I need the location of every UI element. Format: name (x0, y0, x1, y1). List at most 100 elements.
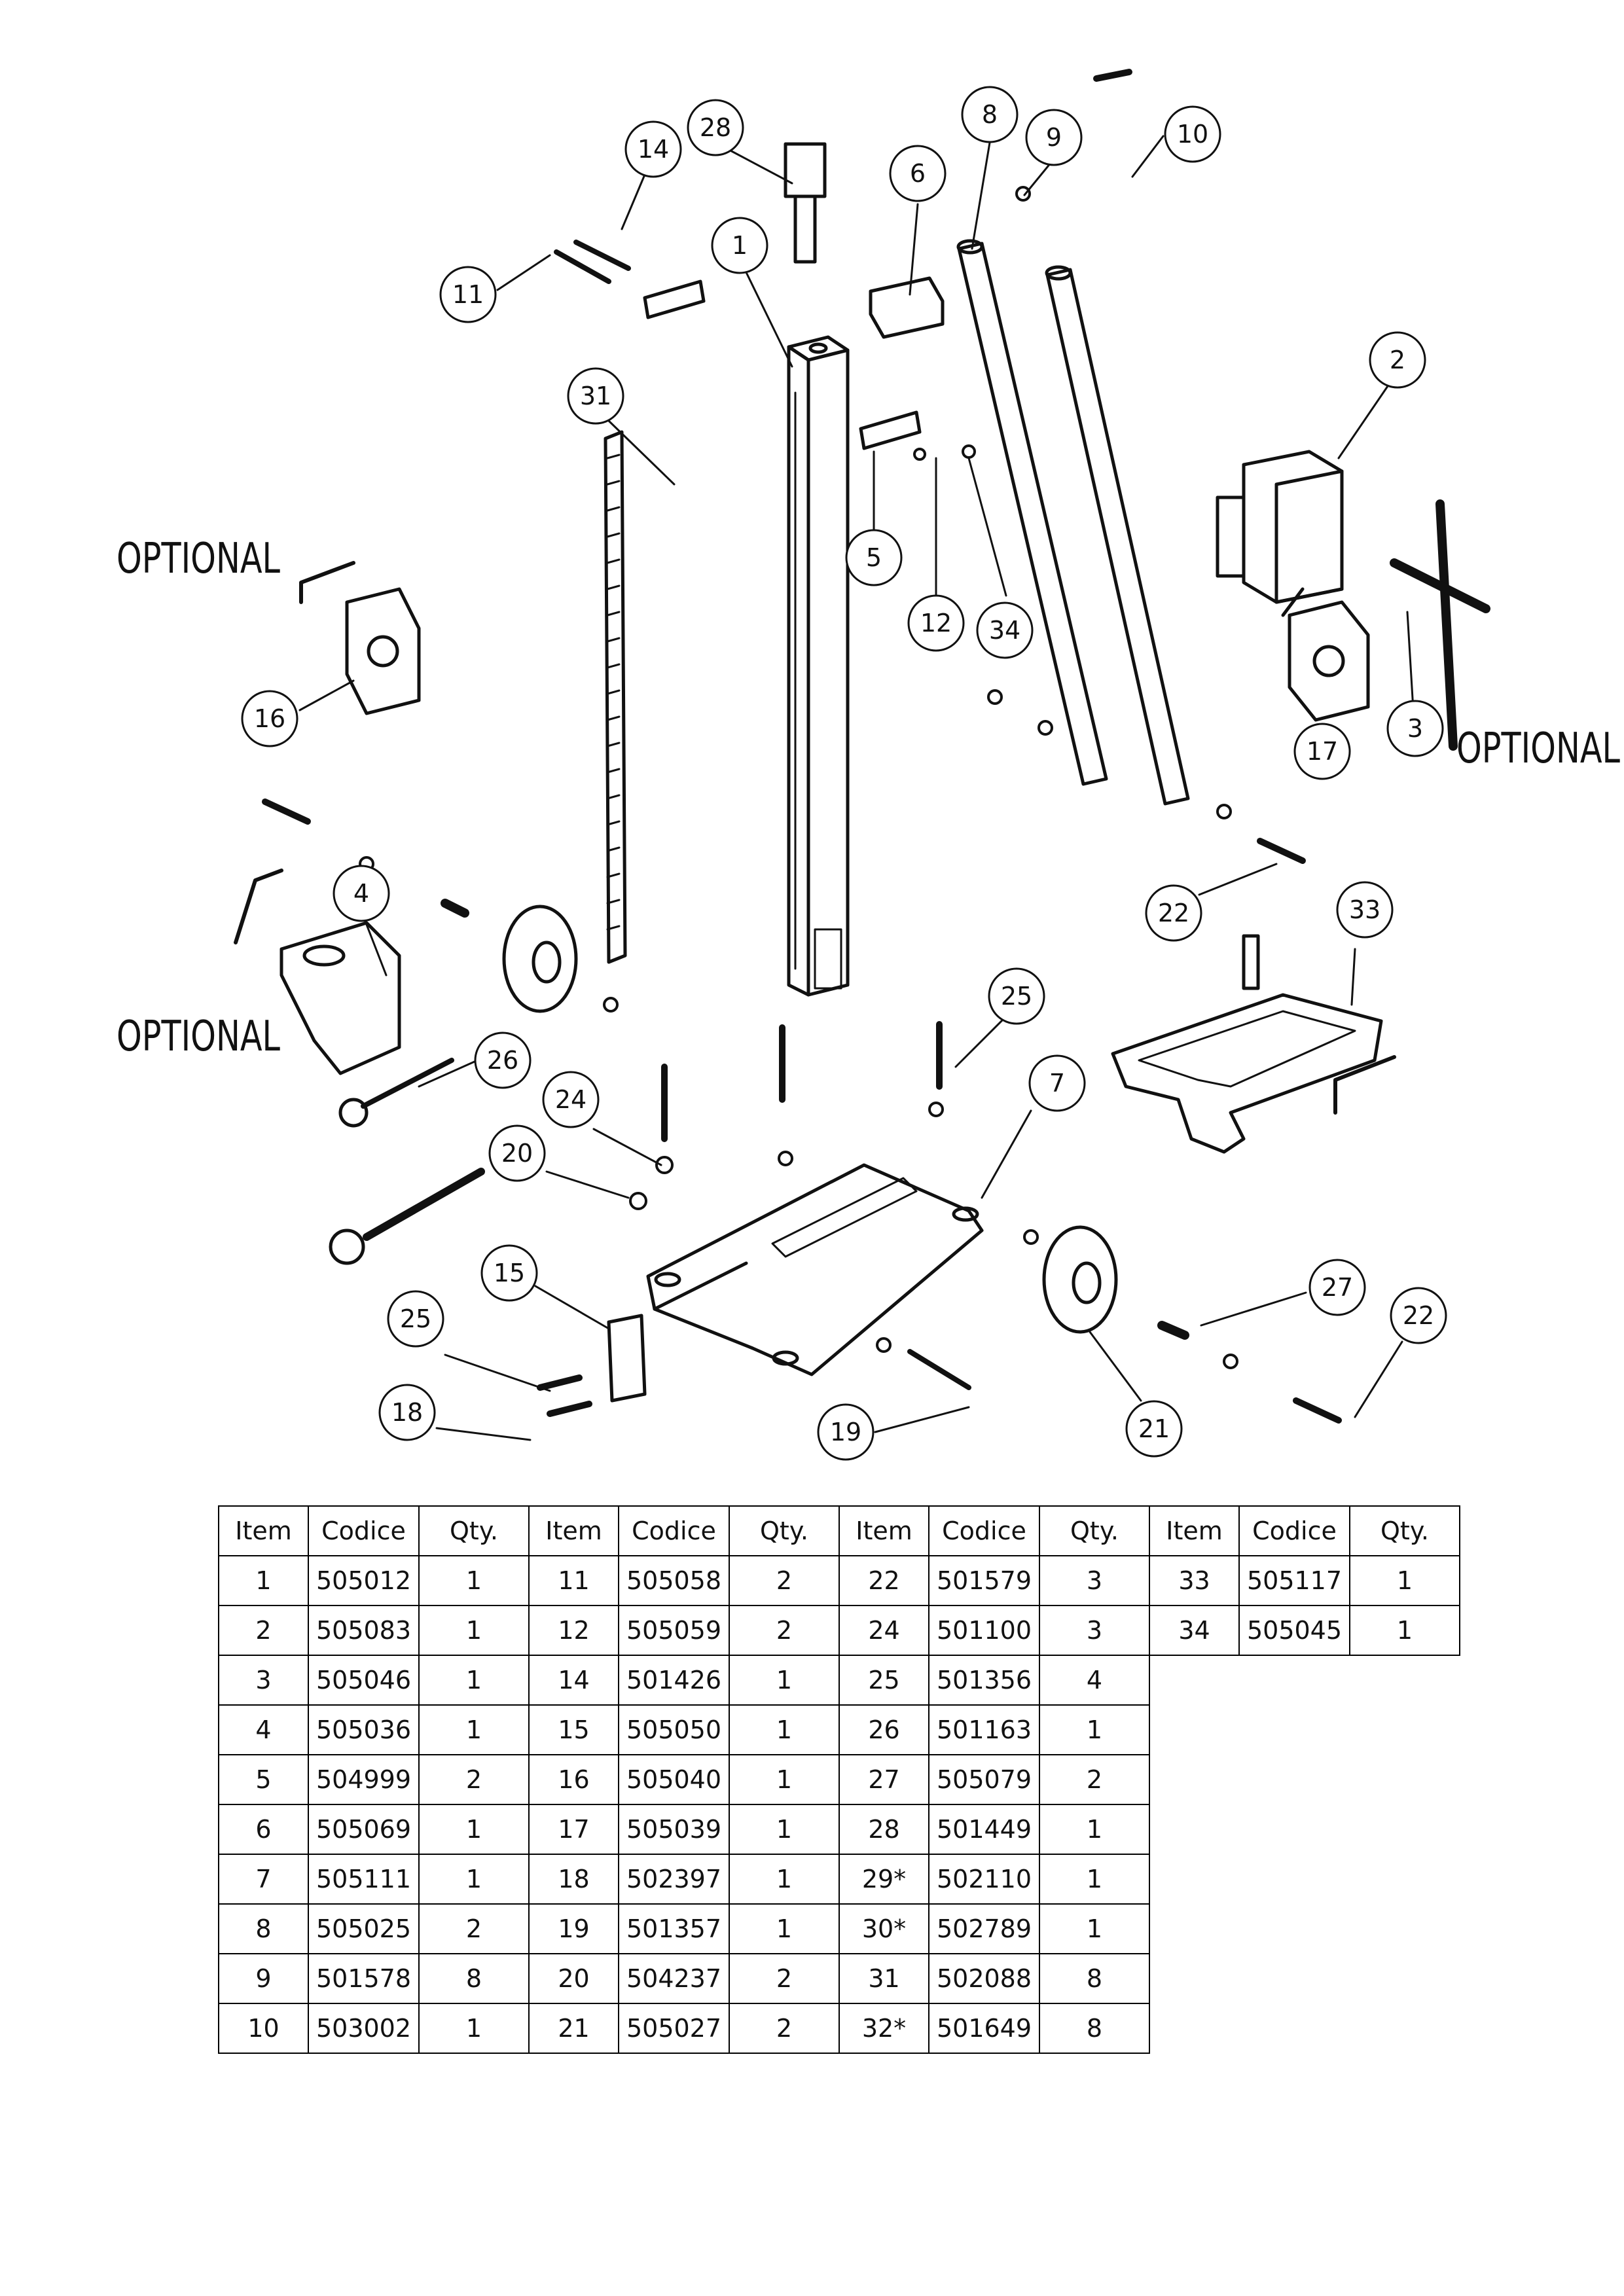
table-cell: 505069 (308, 1804, 420, 1855)
callout-34: 34 (989, 616, 1020, 645)
table-cell: 504237 (618, 1953, 730, 2004)
table-cell: 8 (1039, 1953, 1150, 2004)
table-cell: 19 (528, 1903, 619, 1954)
table-cell: 29* (839, 1854, 929, 1905)
table-cell: 12 (528, 1605, 619, 1656)
table-cell: 505012 (308, 1555, 420, 1606)
table-header-row: Item Codice Qty. Item Codice Qty. Item C… (218, 1505, 1460, 1556)
table-cell: 1 (1039, 1804, 1150, 1855)
table-cell: 1 (729, 1804, 840, 1855)
table-cell: 1 (418, 2003, 530, 2054)
callout-10: 10 (1177, 120, 1208, 149)
table-cell: 505040 (618, 1754, 730, 1805)
table-cell: 24 (839, 1605, 929, 1656)
table-cell: 505117 (1238, 1555, 1350, 1606)
base-part (646, 1163, 984, 1376)
table-cell: 1 (1349, 1605, 1460, 1656)
table-cell: 1 (418, 1555, 530, 1606)
table-cell: 1 (418, 1655, 530, 1706)
callout-3: 3 (1407, 714, 1423, 743)
table-cell: 1 (729, 1854, 840, 1905)
callout-33: 33 (1349, 895, 1380, 924)
header-codice: Codice (928, 1505, 1040, 1556)
header-codice: Codice (618, 1505, 730, 1556)
table-cell: 505025 (308, 1903, 420, 1954)
table-cell (1350, 1755, 1460, 1804)
table-cell: 1 (418, 1804, 530, 1855)
table-cell: 2 (418, 1903, 530, 1954)
callout-6: 6 (910, 159, 926, 188)
header-qty: Qty. (1039, 1505, 1150, 1556)
table-cell: 1 (418, 1605, 530, 1656)
table-cell: 28 (839, 1804, 929, 1855)
table-cell (1350, 1705, 1460, 1755)
callout-1: 1 (732, 231, 748, 260)
table-cell: 1 (418, 1704, 530, 1755)
header-item: Item (218, 1505, 309, 1556)
table-cell: 14 (528, 1655, 619, 1706)
table-cell: 1 (729, 1704, 840, 1755)
table-cell: 505050 (618, 1704, 730, 1755)
callout-7: 7 (1049, 1069, 1065, 1098)
table-cell (1149, 1655, 1239, 1705)
table-cell (1239, 1655, 1350, 1705)
table-cell: 502088 (928, 1953, 1040, 2004)
table-cell (1350, 1904, 1460, 1954)
table-cell: 501579 (928, 1555, 1040, 1606)
table-cell: 3 (218, 1655, 309, 1706)
table-cell (1239, 1954, 1350, 2003)
wheel-left (502, 905, 578, 1013)
table-cell: 2 (218, 1605, 309, 1656)
callout-25-lower: 25 (400, 1304, 431, 1333)
header-qty: Qty. (729, 1505, 840, 1556)
table-cell (1149, 1904, 1239, 1954)
rack-part (604, 430, 627, 964)
table-cell: 501163 (928, 1704, 1040, 1755)
callout-2: 2 (1390, 346, 1405, 374)
table-cell: 502789 (928, 1903, 1040, 1954)
callout-5: 5 (866, 543, 882, 572)
callout-14: 14 (638, 135, 669, 164)
vacuum-frame-part (1111, 934, 1383, 1154)
table-cell (1350, 1954, 1460, 2003)
table-cell: 505046 (308, 1655, 420, 1706)
table-cell: 504999 (308, 1754, 420, 1805)
callout-21: 21 (1138, 1414, 1170, 1443)
table-cell: 501100 (928, 1605, 1040, 1656)
table-cell: 2 (729, 2003, 840, 2054)
table-cell: 502110 (928, 1854, 1040, 1905)
callout-18: 18 (391, 1398, 423, 1427)
table-cell: 3 (1039, 1555, 1150, 1606)
table-cell: 6 (218, 1804, 309, 1855)
callout-17: 17 (1307, 737, 1338, 766)
table-cell: 33 (1149, 1555, 1240, 1606)
wrench-20 (329, 1168, 485, 1265)
table-cell (1239, 1904, 1350, 1954)
callout-circles (241, 86, 1447, 1461)
header-qty: Qty. (418, 1505, 530, 1556)
table-cell: 25 (839, 1655, 929, 1706)
table-cell (1149, 1804, 1239, 1854)
optional-plate-17 (1288, 600, 1370, 722)
table-cell: 1 (1349, 1555, 1460, 1606)
header-qty: Qty. (1349, 1505, 1460, 1556)
table-cell: 1 (418, 1854, 530, 1905)
callout-24: 24 (555, 1085, 586, 1114)
table-cell: 1 (1039, 1704, 1150, 1755)
table-cell: 505111 (308, 1854, 420, 1905)
table-cell: 2 (729, 1555, 840, 1606)
optional-label-left-bottom: OPTIONAL (117, 1013, 280, 1061)
table-cell: 505059 (618, 1605, 730, 1656)
callout-12: 12 (920, 609, 952, 637)
carriage-part (1216, 450, 1344, 617)
table-cell: 501578 (308, 1953, 420, 2004)
table-cell (1149, 2003, 1239, 2053)
table-cell (1149, 1705, 1239, 1755)
table-cell: 501357 (618, 1903, 730, 1954)
optional-labels: OPTIONAL OPTIONAL OPTIONAL (117, 535, 1620, 1061)
plate-upper (643, 279, 706, 319)
table-cell (1350, 1655, 1460, 1705)
table-cell: 1 (1039, 1854, 1150, 1905)
